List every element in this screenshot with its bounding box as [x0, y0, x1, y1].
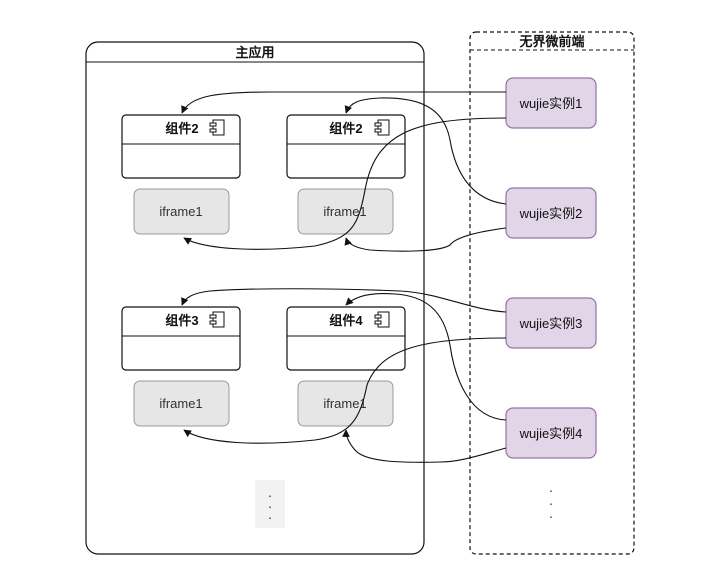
more-instances-indicator: · · · — [549, 482, 554, 524]
component-label: 组件4 — [329, 313, 363, 328]
wujie-instance-box: wujie实例4 — [505, 407, 597, 459]
iframe-box: iframe1 — [297, 188, 394, 235]
connector-arrow — [183, 337, 507, 444]
iframe-box: iframe1 — [297, 380, 394, 427]
svg-text:·: · — [549, 482, 554, 498]
component-icon — [374, 311, 390, 328]
connector-arrow — [345, 292, 507, 421]
iframe-label: iframe1 — [159, 396, 202, 411]
wujie-instance-label: wujie实例1 — [519, 96, 583, 111]
connector-arrow — [181, 288, 507, 313]
svg-text:·: · — [268, 487, 273, 503]
iframe-box: iframe1 — [133, 380, 230, 427]
connector-arrow — [342, 429, 507, 463]
wujie-instance-box: wujie实例1 — [505, 77, 597, 129]
wujie-title: 无界微前端 — [518, 34, 584, 49]
component-icon — [209, 119, 225, 136]
wujie-instance-label: wujie实例3 — [519, 316, 583, 331]
wujie-container: 无界微前端 — [469, 31, 635, 555]
iframe-label: iframe1 — [323, 396, 366, 411]
component-box: 组件2 — [286, 114, 406, 179]
component-box: 组件3 — [121, 306, 241, 371]
component-box: 组件4 — [286, 306, 406, 371]
component-icon — [374, 119, 390, 136]
component-box: 组件2 — [121, 114, 241, 179]
wujie-instance-box: wujie实例2 — [505, 187, 597, 239]
svg-text:·: · — [268, 509, 273, 525]
wujie-instance-label: wujie实例4 — [519, 426, 583, 441]
svg-text:·: · — [268, 498, 273, 514]
wujie-instance-label: wujie实例2 — [519, 206, 583, 221]
wujie-instance-box: wujie实例3 — [505, 297, 597, 349]
connector-arrow — [181, 91, 506, 114]
main-app-title: 主应用 — [235, 45, 274, 60]
iframe-label: iframe1 — [159, 204, 202, 219]
connector-arrow — [183, 117, 507, 250]
more-components-indicator: · · · — [255, 480, 285, 528]
iframe-box: iframe1 — [133, 188, 230, 235]
iframe-label: iframe1 — [323, 204, 366, 219]
connector-arrow — [344, 227, 507, 252]
svg-text:·: · — [549, 495, 554, 511]
component-icon — [209, 311, 225, 328]
component-label: 组件3 — [165, 313, 198, 328]
svg-text:·: · — [549, 508, 554, 524]
component-label: 组件2 — [329, 121, 362, 136]
connector-arrow — [344, 97, 507, 205]
component-label: 组件2 — [165, 121, 198, 136]
